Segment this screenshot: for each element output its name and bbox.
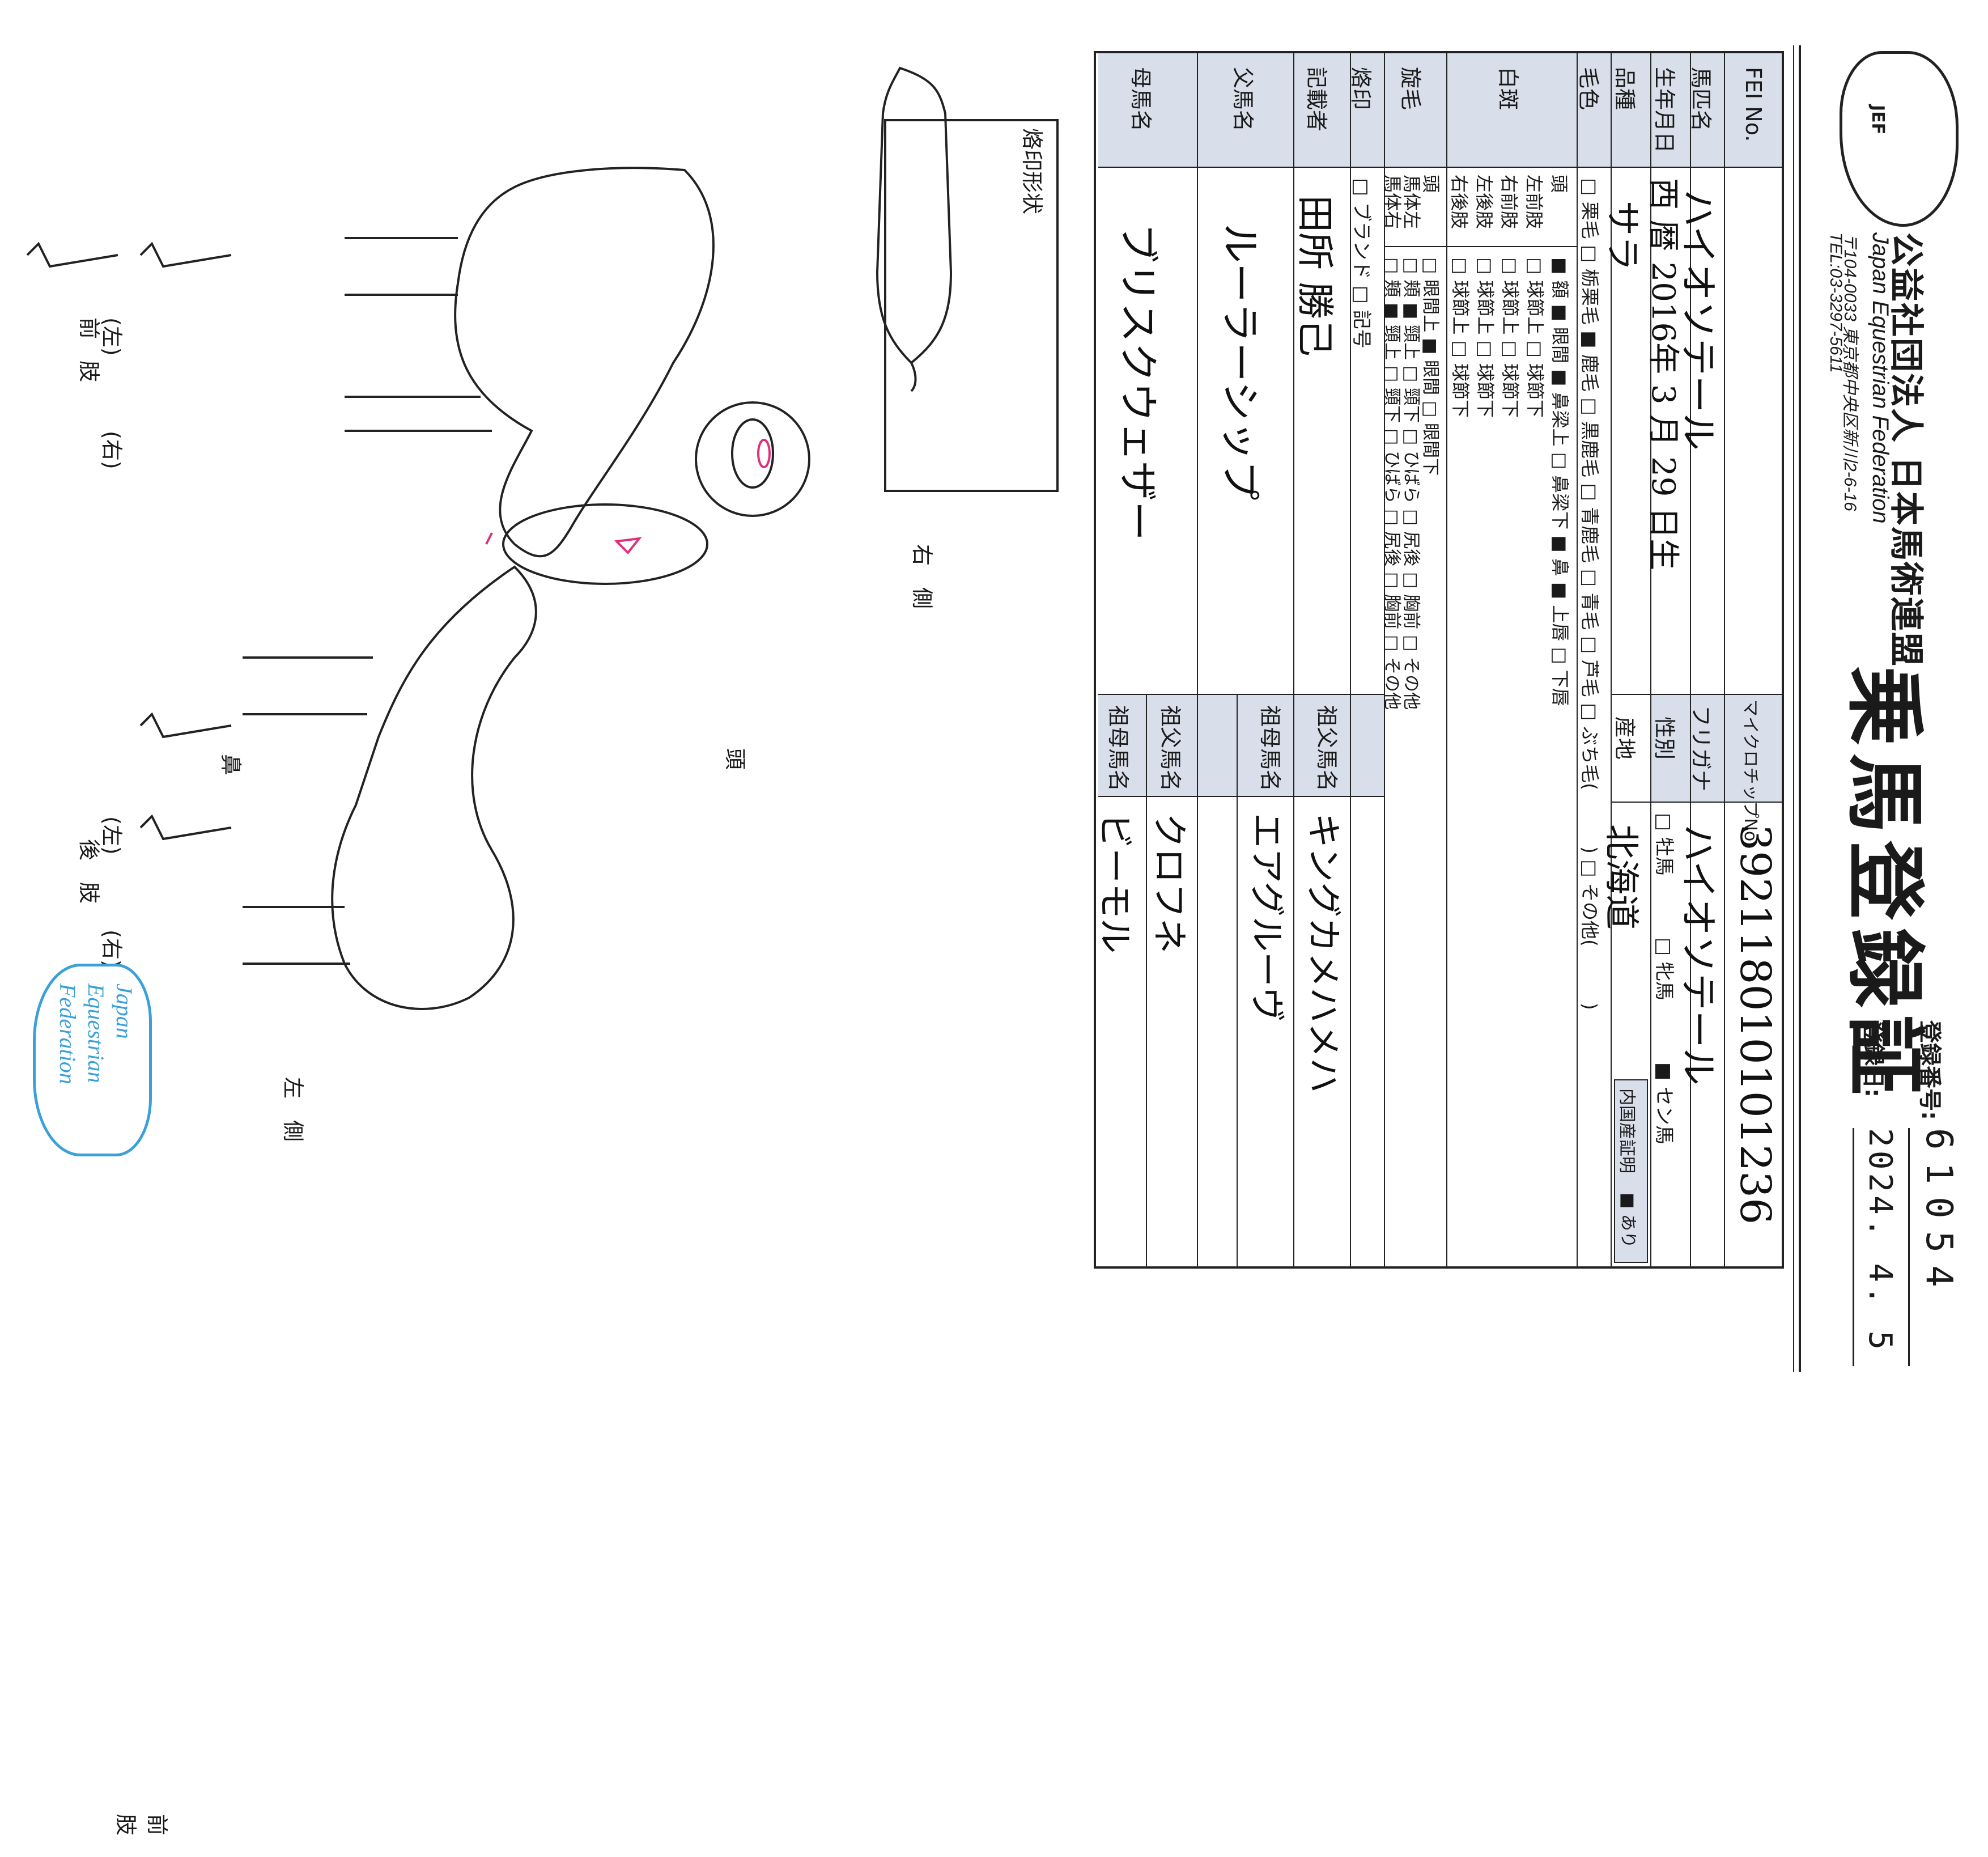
registration-date-label: 登録日: — [1860, 1020, 1886, 1097]
coat-options: □ 栗毛 □ 栃栗毛 ■ 鹿毛 □ 黒鹿毛 □ 青鹿毛 □ 青毛 □ 芦毛 □ … — [1579, 178, 1601, 1010]
stamp-line-2: Equestrian — [83, 983, 109, 1083]
horse-left-side — [243, 565, 537, 1010]
foreleg-left — [139, 241, 232, 268]
sex-label: 性別 — [1652, 716, 1677, 760]
registration-number: 61054 — [1918, 1128, 1960, 1300]
col-divider — [1612, 694, 1782, 695]
recorder-label: 記載者 — [1304, 67, 1329, 132]
horse-right-side — [345, 167, 715, 558]
white-mark-row-label: 左前肢 — [1523, 175, 1545, 230]
certificate-page: JEF 公益社団法人 日本馬術連盟 Japan Equestrian Feder… — [26, 45, 1960, 1857]
microchip-no: 392118010101236 — [1731, 824, 1779, 1225]
breed: サラ — [1602, 201, 1643, 272]
breed-label: 品種 — [1612, 67, 1637, 111]
whorl-row-options: □ 頬 ■ 頸上 □ 頸下 □ ひばら □ 尻後 □ 胸前 □ その他 — [1382, 257, 1402, 710]
grandsire-paternal: キングカメハメハ — [1303, 813, 1344, 1093]
row-divider — [1146, 694, 1147, 1266]
white-mark-row-label: 右後肢 — [1448, 175, 1470, 230]
nose-label: 鼻 — [218, 754, 243, 776]
horse-head-front — [502, 503, 708, 585]
white-marks-label: 白斑 — [1496, 67, 1520, 111]
grandsire-maternal: クロフネ — [1149, 813, 1190, 954]
white-mark-row-options: □ 球節上 □ 球節下 — [1450, 257, 1471, 418]
domestic-proof-label: 内国産証明 — [1617, 1088, 1637, 1173]
white-mark-row-options: □ 球節上 □ 球節下 — [1475, 257, 1496, 418]
sex-option-stallion: □ 牡馬 — [1653, 813, 1675, 876]
forelegs-label: 前 肢 — [77, 317, 101, 383]
origin-label: 産地 — [1612, 716, 1637, 760]
grandsire-paternal-label: 祖父馬名 — [1314, 705, 1339, 792]
col-divider — [1098, 694, 1385, 695]
horse-nose — [695, 401, 810, 517]
dam: ブリスクウェザー — [1115, 223, 1161, 541]
federation-name-en: Japan Equestrian Federation — [1868, 232, 1893, 524]
col-divider — [1447, 246, 1578, 247]
birth-date-label: 生年月日 — [1652, 67, 1677, 154]
sire: ルーラーシップ — [1217, 223, 1263, 501]
grandsire-maternal-label: 祖父馬名 — [1158, 705, 1183, 792]
whorls-label: 旋毛 — [1398, 67, 1423, 111]
federation-tel: TEL:03-3297-5611 — [1826, 232, 1845, 373]
divider — [1908, 1128, 1910, 1366]
sex-option-gelding: ■ セン馬 — [1653, 1062, 1675, 1144]
row-divider — [1237, 694, 1238, 1266]
horse-nose-inner — [731, 418, 774, 489]
white-mark-row-options: □ 球節上 □ 球節下 — [1500, 257, 1521, 418]
jef-logo: JEF — [1840, 51, 1959, 227]
right-side-label: 右 側 — [910, 544, 934, 609]
stamp-line-3: Federation — [55, 983, 80, 1084]
registration-date: 2024. 4. 5 — [1862, 1128, 1898, 1354]
left-side-label: 左 側 — [281, 1077, 305, 1142]
granddam-paternal: エアグルーヴ — [1246, 813, 1288, 1022]
white-mark-row-options: □ 球節上 □ 球節下 — [1524, 257, 1546, 418]
granddam-paternal-label: 祖母馬名 — [1258, 705, 1282, 792]
stamp-line-1: Japan — [112, 983, 137, 1039]
horse-markings-diagram — [26, 66, 953, 1010]
horse-name-label: 馬匹名 — [1688, 67, 1713, 132]
furigana: ハイオソテール — [1676, 824, 1720, 1086]
granddam-maternal-label: 祖母馬名 — [1106, 705, 1131, 792]
header-divider — [1799, 45, 1801, 1372]
horse-top-view — [876, 66, 953, 392]
hindleg-left — [139, 712, 232, 739]
white-mark-row-options: ■ 額 ■ 眼間 ■ 鼻梁上 □ 鼻梁下 ■ 鼻 ■ 上唇 □ 下唇 — [1549, 257, 1571, 706]
jef-stamp: Japan Equestrian Federation — [33, 964, 152, 1156]
col-divider — [1385, 246, 1447, 247]
brand-options: □ ブランド □ 記号 — [1350, 178, 1373, 349]
foreleg-right — [26, 241, 118, 268]
granddam-maternal: ビーモル — [1094, 813, 1136, 954]
head-label: 頭 — [723, 748, 747, 770]
hindlegs-label: 後 肢 — [77, 839, 101, 904]
whorl-row-label: 馬体右 — [1382, 175, 1403, 230]
nose-marking — [757, 439, 771, 468]
furigana-label: フリガナ — [1688, 705, 1713, 792]
coat-label: 毛色 — [1576, 67, 1601, 111]
head-marking — [485, 532, 493, 545]
row-divider — [1197, 53, 1198, 1266]
col-divider — [1098, 796, 1385, 797]
foreleg-right-mark: (右) — [99, 431, 124, 469]
hindleg-right — [139, 814, 232, 841]
registration-number-label: 登録番号: — [1917, 1020, 1943, 1120]
header-divider — [1793, 45, 1794, 1372]
registration-form-table: FEI No. マイクロチップNo. 392118010101236 馬匹名 ハ… — [1094, 51, 1784, 1269]
forelegs-label: 前 肢 — [113, 1814, 169, 1857]
fei-no-label: FEI No. — [1741, 67, 1766, 142]
row-divider — [1446, 53, 1447, 1266]
dam-label: 母馬名 — [1128, 67, 1153, 132]
origin: 北海道 — [1601, 824, 1642, 930]
col-divider — [1447, 167, 1578, 168]
sire-label: 父馬名 — [1230, 67, 1255, 132]
head-marking — [614, 537, 642, 554]
domestic-proof-value: ■ あり — [1618, 1193, 1638, 1248]
white-mark-row-label: 左後肢 — [1473, 175, 1495, 230]
divider — [1853, 1128, 1854, 1366]
brand-label: 烙印 — [1348, 67, 1373, 111]
sex-option-mare: □ 牝馬 — [1653, 938, 1675, 1000]
white-mark-row-label: 右前肢 — [1498, 175, 1520, 230]
recorder: 田所 勝己 — [1293, 195, 1337, 357]
white-mark-row-label: 頭 — [1548, 175, 1570, 193]
hindleg-right-mark: (右) — [99, 930, 124, 968]
col-divider — [1385, 167, 1447, 168]
